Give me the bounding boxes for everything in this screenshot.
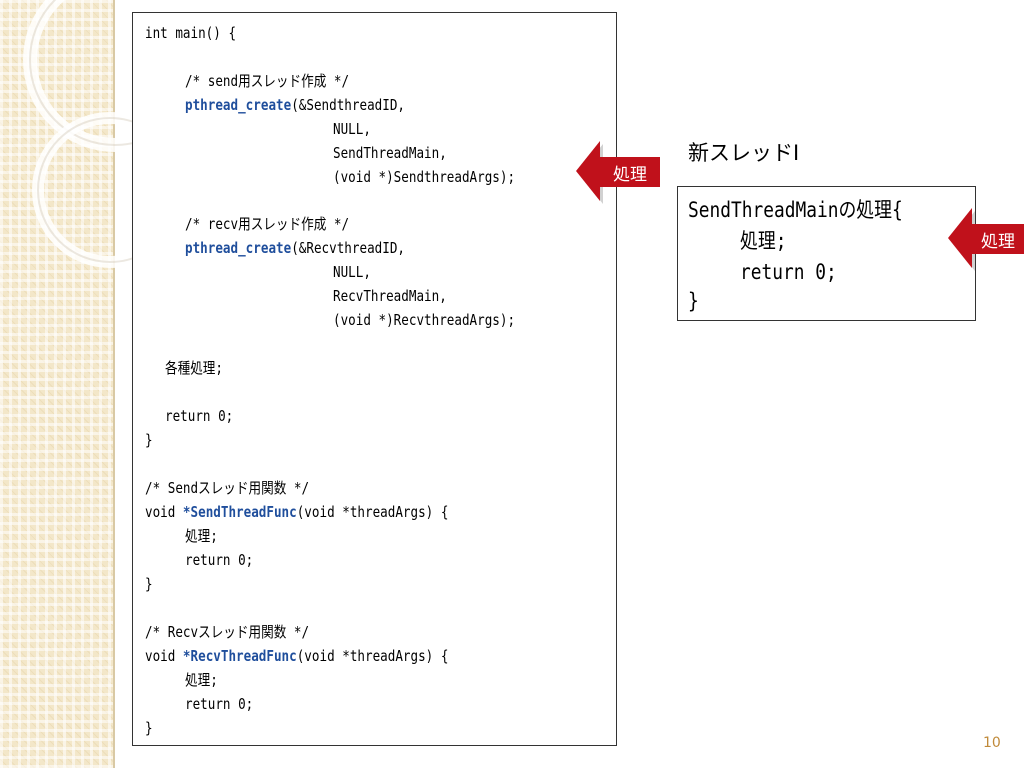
thread-main-line4: } (688, 289, 699, 313)
code-send-fn: pthread_create (185, 96, 292, 114)
thread-main-line2: 処理; (740, 229, 787, 253)
code-recv-func-comment: /* Recvスレッド用関数 */ (145, 623, 310, 641)
code-recv-arg3: RecvThreadMain, (333, 287, 447, 305)
code-send-arg4: (void *)SendthreadArgs); (333, 168, 516, 186)
code-various: 各種処理; (165, 359, 223, 377)
code-send-func-void: void (145, 503, 183, 521)
thread-main-line1: SendThreadMainの処理{ (688, 198, 903, 222)
code-send-create: pthread_create(&SendthreadID, (185, 96, 405, 114)
strip-divider (113, 0, 115, 768)
code-send-arg2: NULL, (333, 120, 371, 138)
code-send-func-return: return 0; (185, 551, 254, 569)
code-recv-func-close: } (145, 719, 153, 737)
code-recv-func-body: 処理; (185, 671, 218, 689)
code-recv-fn: pthread_create (185, 239, 292, 257)
thread-main-line3: return 0; (740, 260, 837, 284)
code-recv-create: pthread_create(&RecvthreadID, (185, 239, 405, 257)
code-return-main: return 0; (165, 407, 234, 425)
callout-thread-label: 処理 (972, 224, 1024, 254)
new-thread-label: 新スレッドI (688, 141, 800, 165)
code-close-main: } (145, 431, 153, 449)
code-send-comment: /* send用スレッド作成 */ (185, 72, 350, 90)
code-send-func-signature: void *SendThreadFunc(void *threadArgs) { (145, 503, 448, 521)
code-recv-func-params: (void *threadArgs) { (296, 647, 449, 665)
arrow-left-icon (948, 208, 972, 268)
callout-arrow-main: 処理 (576, 141, 662, 204)
code-send-func-name: *SendThreadFunc (182, 503, 297, 521)
code-send-func-body: 処理; (185, 527, 218, 545)
thread-main-box: SendThreadMainの処理{ 処理; return 0; } (677, 186, 976, 321)
code-recv-func-return: return 0; (185, 695, 254, 713)
code-send-arg1: (&SendthreadID, (291, 96, 406, 114)
code-recv-func-void: void (145, 647, 183, 665)
code-send-func-comment: /* Sendスレッド用関数 */ (145, 479, 310, 497)
code-recv-arg4: (void *)RecvthreadArgs); (333, 311, 516, 329)
page-number: 10 (983, 735, 1001, 751)
code-panel: int main() { /* send用スレッド作成 */ pthread_c… (132, 12, 617, 746)
code-recv-func-signature: void *RecvThreadFunc(void *threadArgs) { (145, 647, 448, 665)
code-main-header: int main() { (145, 24, 237, 42)
callout-arrow-thread: 処理 (948, 208, 1024, 271)
code-recv-func-name: *RecvThreadFunc (182, 647, 297, 665)
code-recv-comment: /* recv用スレッド作成 */ (185, 215, 350, 233)
arrow-left-icon (576, 141, 600, 201)
callout-main-label: 処理 (600, 157, 660, 187)
code-send-func-params: (void *threadArgs) { (296, 503, 449, 521)
code-send-arg3: SendThreadMain, (333, 144, 447, 162)
code-recv-arg2: NULL, (333, 263, 371, 281)
decorative-rings (23, 0, 140, 268)
code-send-func-close: } (145, 575, 153, 593)
code-recv-arg1: (&RecvthreadID, (291, 239, 406, 257)
